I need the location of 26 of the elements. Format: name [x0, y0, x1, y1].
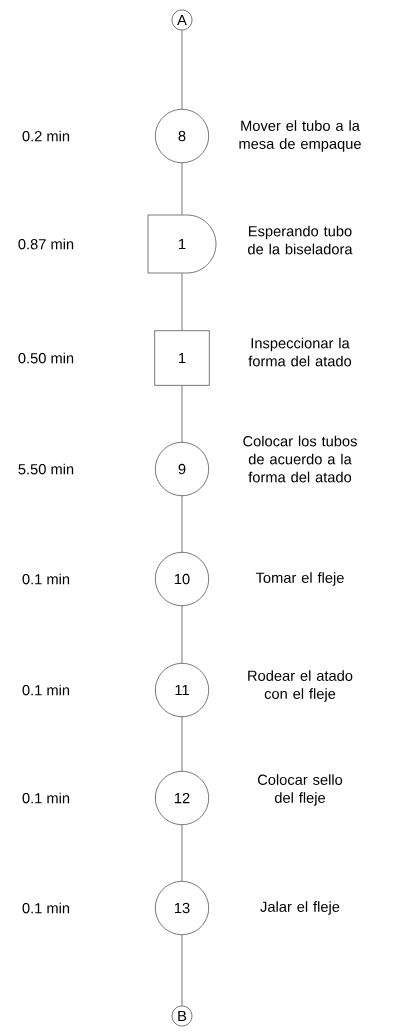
connector-line — [181, 385, 183, 443]
connector-line — [181, 273, 183, 331]
step-description: Rodear el atado con el fleje — [248, 670, 353, 702]
step-description: Mover el tubo a la mesa de empaque — [239, 120, 361, 152]
connector-line — [181, 495, 183, 553]
step-description: Colocar sello del fleje — [257, 774, 343, 806]
step-description: Esperando tubo de la biseladora — [248, 225, 353, 255]
duration-label: 0.2 min — [22, 130, 70, 142]
duration-label: 0.50 min — [18, 352, 74, 364]
duration-label: 0.1 min — [22, 573, 70, 585]
duration-label: 0.1 min — [22, 792, 70, 804]
inspection-square: 1 — [154, 330, 210, 386]
duration-label: 0.1 min — [22, 902, 70, 914]
duration-label: 0.87 min — [18, 238, 74, 250]
step-description: Inspeccionar la forma del atado — [248, 337, 352, 367]
connector-line — [181, 934, 183, 1006]
connector-line — [181, 716, 183, 772]
step-description: Tomar el fleje — [255, 572, 344, 586]
connector-line — [181, 824, 183, 882]
step-description: Colocar los tubos de acuerdo a la forma del atado — [243, 435, 357, 483]
duration-label: 5.50 min — [18, 463, 74, 475]
connector-line — [181, 30, 183, 110]
connector-line — [181, 162, 183, 215]
connector-line — [181, 605, 183, 664]
step-description: Jalar el fleje — [260, 901, 340, 915]
duration-label: 0.1 min — [22, 684, 70, 696]
